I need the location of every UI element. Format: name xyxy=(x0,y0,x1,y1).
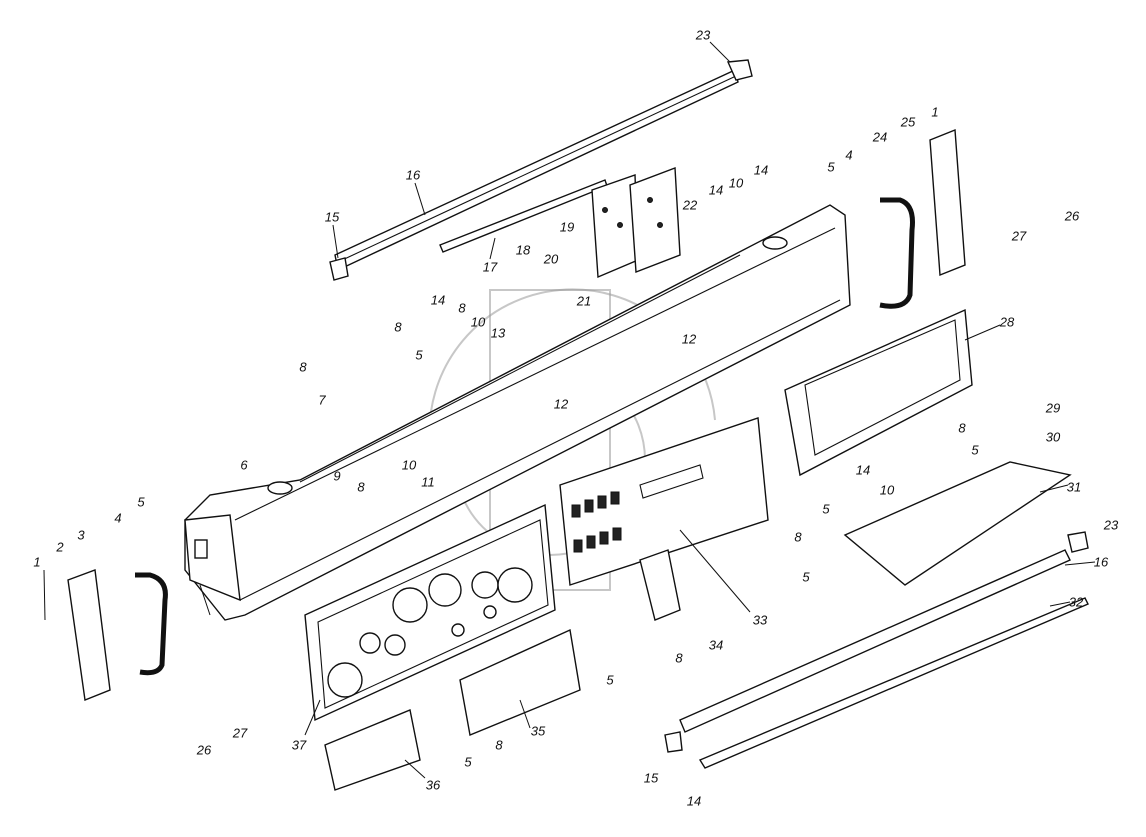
callout-label: 9 xyxy=(333,468,341,484)
callout-label: 36 xyxy=(425,777,441,793)
callout-label: 14 xyxy=(708,182,724,198)
callout-label: 10 xyxy=(879,482,895,498)
bracket-36 xyxy=(324,709,421,791)
callout-label: 15 xyxy=(324,209,340,225)
leader-lines xyxy=(43,41,1096,779)
callout-label: 8 xyxy=(357,479,365,495)
callout-label: 20 xyxy=(543,251,559,267)
callout-label: 7 xyxy=(318,392,326,408)
callout-label: 8 xyxy=(675,650,683,666)
callout-label: 34 xyxy=(708,637,724,653)
callout-label: 22 xyxy=(682,197,698,213)
callout-label: 2 xyxy=(56,539,64,555)
callout-label: 27 xyxy=(232,725,248,741)
callout-label: 1 xyxy=(33,554,41,570)
callout-label: 5 xyxy=(137,494,145,510)
callout-label: 26 xyxy=(1064,208,1080,224)
callout-label: 5 xyxy=(971,442,979,458)
instrument-panel-37 xyxy=(304,503,556,722)
callout-label: 5 xyxy=(802,569,810,585)
strip-32 xyxy=(698,597,1089,769)
callout-label: 21 xyxy=(576,293,592,309)
callout-label: 10 xyxy=(728,175,744,191)
callout-label: 6 xyxy=(240,457,248,473)
callout-label: 1 xyxy=(931,104,939,120)
bracket-2 xyxy=(67,569,111,701)
callout-label: 10 xyxy=(401,457,417,473)
rail-16-top xyxy=(329,59,753,281)
plate-22 xyxy=(591,167,681,279)
callout-label: 14 xyxy=(430,292,446,308)
callout-label: 27 xyxy=(1011,228,1027,244)
callout-label: 14 xyxy=(753,162,769,178)
callout-label: 16 xyxy=(1093,554,1109,570)
callout-label: 26 xyxy=(196,742,212,758)
callout-label: 31 xyxy=(1066,479,1082,495)
part-34 xyxy=(639,549,681,621)
callout-label: 4 xyxy=(845,147,853,163)
handle-3 xyxy=(135,572,168,676)
callout-label: 5 xyxy=(822,501,830,517)
callout-label: 5 xyxy=(827,159,835,175)
callout-label: 15 xyxy=(643,770,659,786)
callout-label: 11 xyxy=(421,474,435,490)
callout-label: 5 xyxy=(464,754,472,770)
callout-label: 18 xyxy=(515,242,531,258)
callout-label: 8 xyxy=(299,359,307,375)
handle-24 xyxy=(879,197,915,309)
callout-label: 14 xyxy=(686,793,702,809)
callout-label: 28 xyxy=(999,314,1015,330)
callout-label: 16 xyxy=(405,167,421,183)
bracket-25 xyxy=(929,128,966,277)
callout-label: 10 xyxy=(470,314,486,330)
callout-label: 8 xyxy=(458,300,466,316)
callout-label: 19 xyxy=(559,219,575,235)
callout-label: 8 xyxy=(495,737,503,753)
callout-label: 13 xyxy=(490,325,506,341)
tray-31 xyxy=(843,461,1072,586)
glovebox-28 xyxy=(784,308,973,477)
callout-label: 32 xyxy=(1068,594,1084,610)
switch-panel-33 xyxy=(559,417,769,586)
callout-label: 5 xyxy=(415,347,423,363)
callout-label: 35 xyxy=(530,723,546,739)
callout-label: 12 xyxy=(553,396,569,412)
callout-label: 33 xyxy=(752,612,768,628)
callout-label: 17 xyxy=(482,259,498,275)
callout-label: 29 xyxy=(1045,400,1061,416)
callout-label: 4 xyxy=(114,510,122,526)
rail-16-bottom xyxy=(664,531,1089,753)
callout-label: 23 xyxy=(695,27,711,43)
callout-label: 37 xyxy=(291,737,307,753)
bracket-35 xyxy=(459,628,581,736)
callout-label: 8 xyxy=(394,319,402,335)
callout-label: 23 xyxy=(1103,517,1119,533)
callout-label: 14 xyxy=(855,462,871,478)
callout-label: 12 xyxy=(681,331,697,347)
callout-label: 25 xyxy=(900,114,916,130)
callout-label: 24 xyxy=(872,129,888,145)
callout-label: 8 xyxy=(794,529,802,545)
callout-label: 30 xyxy=(1045,429,1061,445)
callout-label: 3 xyxy=(77,527,85,543)
callout-label: 5 xyxy=(606,672,614,688)
callout-label: 8 xyxy=(958,420,966,436)
dashboard-frame-6 xyxy=(184,204,851,621)
strip-17 xyxy=(439,179,608,253)
